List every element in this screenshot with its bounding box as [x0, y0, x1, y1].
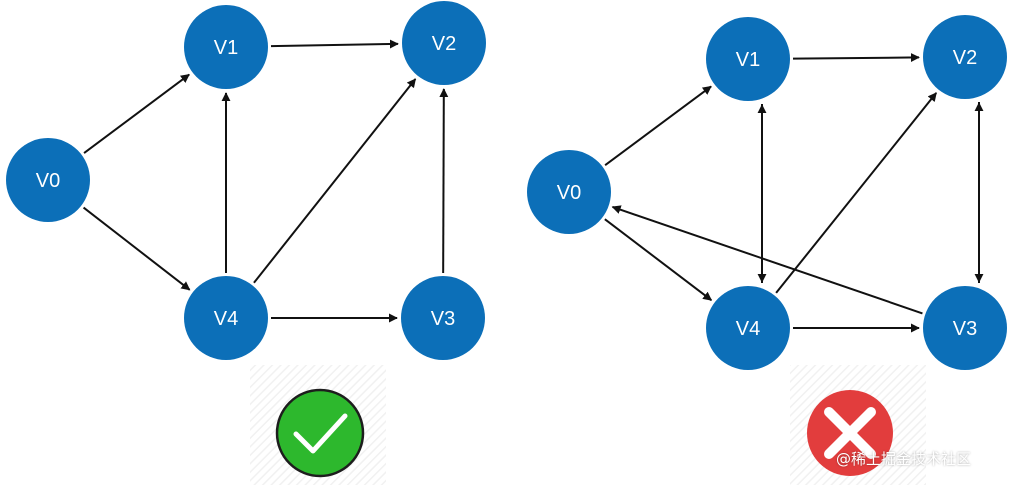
right-node-v2: V2 — [923, 15, 1007, 99]
right-node-v4: V4 — [706, 286, 790, 370]
node-label: V2 — [432, 33, 456, 55]
left-graph-edges — [82, 39, 449, 323]
right-graph-edges — [604, 52, 984, 333]
node-circle — [923, 286, 1007, 370]
right-edge-v1-v2 — [792, 52, 920, 62]
node-circle — [527, 150, 611, 234]
right-edge-v4-v2 — [775, 92, 938, 294]
node-circle — [402, 1, 486, 85]
node-circle — [706, 286, 790, 370]
node-label: V2 — [953, 47, 977, 69]
node-label: V3 — [431, 308, 455, 330]
left-node-v0: V0 — [6, 138, 90, 222]
left-node-v1: V1 — [184, 5, 268, 89]
left-edge-v0-v4 — [82, 206, 191, 291]
node-circle — [184, 5, 268, 89]
left-node-v2: V2 — [402, 1, 486, 85]
left-node-v4: V4 — [184, 276, 268, 360]
node-label: V0 — [557, 182, 581, 204]
left-edge-v4-v2 — [253, 78, 417, 284]
watermark-text: @稀土掘金技术社区 — [836, 450, 972, 468]
node-label: V1 — [214, 37, 238, 59]
right-edge-v0-v1 — [604, 85, 712, 166]
node-label: V4 — [736, 318, 760, 340]
right-node-v3: V3 — [923, 286, 1007, 370]
left-edge-v0-v1 — [83, 73, 190, 154]
node-label: V1 — [736, 49, 760, 71]
left-edge-v3-v2 — [439, 88, 449, 274]
node-label: V3 — [953, 318, 977, 340]
cross-icon — [807, 390, 893, 476]
node-circle — [401, 276, 485, 360]
checkmark-icon — [275, 388, 365, 478]
right-node-v1: V1 — [706, 17, 790, 101]
node-label: V4 — [214, 308, 238, 330]
node-circle — [923, 15, 1007, 99]
right-edge-v3-v0 — [611, 205, 923, 315]
node-circle — [6, 138, 90, 222]
left-edge-v1-v2 — [270, 39, 399, 49]
left-node-v3: V3 — [401, 276, 485, 360]
node-circle — [184, 276, 268, 360]
node-label: V0 — [36, 170, 60, 192]
node-circle — [706, 17, 790, 101]
right-node-v0: V0 — [527, 150, 611, 234]
right-edge-v0-v4 — [604, 218, 713, 301]
